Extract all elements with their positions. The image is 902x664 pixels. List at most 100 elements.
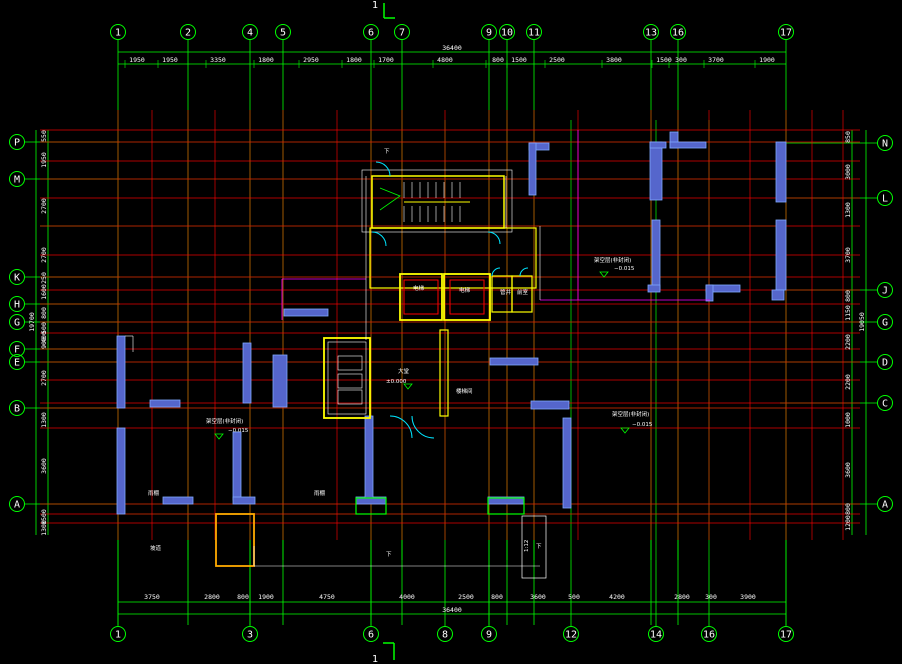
wall-right-6 [775,141,787,203]
axis-bubble-right-G-label: G [882,318,888,329]
axis-bubble-bottom-6-label: 6 [368,630,374,641]
dim-bottom-9: 500 [568,593,580,601]
dim-bottom-10: 4200 [609,593,625,601]
axis-bubble-bottom-9-label: 9 [486,630,492,641]
dim-bottom-4: 4750 [319,593,335,601]
left-area-label: 架空层(非封闭) [206,417,243,425]
door-swing-main [389,415,435,439]
entrance-step-2 [487,497,525,515]
dim-right-11: 1200 [844,515,852,531]
axis-bubble-bottom-8-label: 8 [442,630,448,641]
down-mark-2: 下 [386,551,392,558]
dim-right-5: 1150 [844,305,852,321]
dim-right-1: 3000 [844,164,852,180]
wall-center-6 [562,417,572,509]
dim-left-10: 2700 [40,370,48,386]
walls [116,131,787,515]
stair-side-wall [439,329,449,417]
door-swing-4 [375,161,391,177]
front-room-label: 前室 [517,288,529,296]
dim-right-10: 800 [844,503,852,515]
wall-left-7 [162,496,194,505]
wall-left-1 [116,335,126,409]
axis-bubble-top-11-circle [526,24,542,40]
dim-left-6: 800 [40,307,48,319]
dim-left-2: 2700 [40,198,48,214]
axis-bubble-left-P-circle [9,134,25,150]
axis-bubble-bottom-1-label: 1 [115,630,121,641]
dim-left-12: 3600 [40,458,48,474]
dim-left-5: 1600 [40,284,48,300]
axis-bubble-bottom-9-circle [481,626,497,642]
elevator-label-1: 电梯 [413,284,425,292]
axis-bubble-top-4-circle [242,24,258,40]
dim-top-0: 1950 [129,56,145,64]
axis-bubble-right-N-label: N [882,139,888,150]
axis-bubble-bottom-12-circle [563,626,579,642]
lobby-outline [323,337,371,419]
axis-bubble-top-6-label: 6 [368,28,374,39]
dim-top-total: 36400 [442,44,462,52]
dim-top-11: 3800 [606,56,622,64]
wall-right-1b [649,141,667,149]
dim-right-9: 3600 [844,462,852,478]
axis-bubble-bottom-8-circle [437,626,453,642]
axis-bubble-right-C-label: C [882,399,888,410]
dim-bottom-1: 2800 [204,593,220,601]
dim-top-9: 1500 [511,56,527,64]
axis-bubble-right-N-circle [877,135,893,151]
dim-top-6: 1700 [378,56,394,64]
axis-bubble-bottom-17-label: 17 [780,630,792,641]
room-labels: ±0.000 大堂 电梯 电梯 管井 前室 楼梯间 架空层(非封闭) −0.01… [148,148,653,558]
axis-bubble-top-2-label: 2 [185,28,191,39]
right-area-label: 架空层(非封闭) [612,410,649,418]
axis-bubble-left-B-circle [9,400,25,416]
dim-bottom-12: 300 [705,593,717,601]
axis-bubble-top-10-circle [499,24,515,40]
dim-right-3: 3700 [844,247,852,263]
door-swing-5 [491,267,529,277]
wall-right-10 [771,289,785,301]
wall-left-8 [232,496,256,505]
dim-right-8: 1000 [844,412,852,428]
axis-bubble-top-9-label: 9 [486,28,492,39]
dim-bottom-7: 800 [491,593,503,601]
lobby-label: 大堂 [398,367,410,375]
door-swing-2 [371,231,387,247]
elevator-shaft-2 [449,279,485,315]
dim-bottom-11: 2800 [674,593,690,601]
axis-bubble-top-13-label: 13 [645,28,657,39]
axis-bubble-bottom-3-circle [242,626,258,642]
ramp-slope: 1:12 [524,540,530,552]
axis-bubble-top-2-circle [180,24,196,40]
wall-right-9 [705,284,714,302]
axis-bubble-right-L-circle [877,190,893,206]
axis-bubble-top-9-circle [481,24,497,40]
wall-left-3 [242,342,252,404]
elevator-label-2: 电梯 [459,286,471,294]
dim-top-10: 2500 [549,56,565,64]
axis-bubble-bottom-17-circle [778,626,794,642]
elevator-shaft-1 [403,279,439,315]
ramp-box [521,515,547,579]
dim-top-5: 1800 [346,56,362,64]
axis-bubble-right-L-label: L [882,194,888,205]
axis-bubble-right-J-label: J [882,286,888,297]
axis-bubble-left-E-label: E [14,358,20,369]
axis-bubble-top-5-circle [275,24,291,40]
stair-outline-outer [361,169,513,233]
wall-center-8 [528,142,537,196]
axis-bubble-bottom-16-label: 16 [703,630,715,641]
axis-bubble-left-H-circle [9,296,25,312]
axis-bubble-top-1-label: 1 [115,28,121,39]
dim-left-11: 1300 [40,412,48,428]
dim-top-4: 2950 [303,56,319,64]
dim-bottom-6: 2500 [458,593,474,601]
down-mark-1: 下 [384,148,390,155]
axis-bubble-bottom-1-circle [110,626,126,642]
wall-center-4 [489,357,539,366]
wall-left-4 [232,431,242,501]
